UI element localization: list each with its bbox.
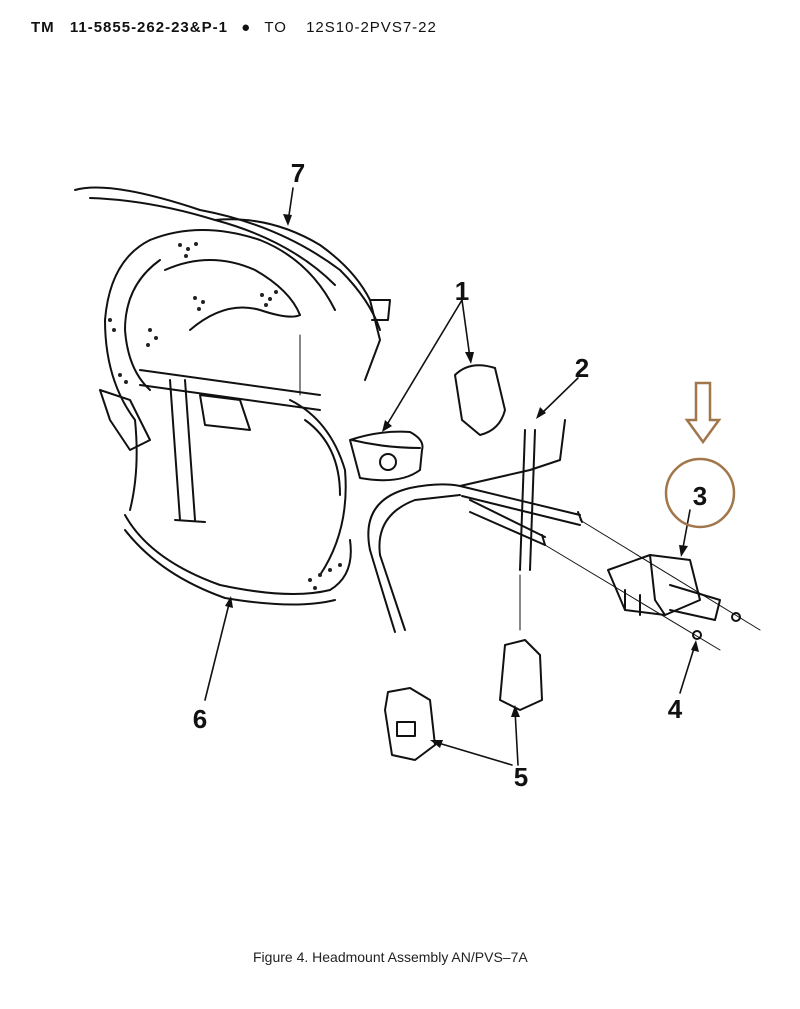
figure-caption: Figure 4. Headmount Assembly AN/PVS–7A [253, 949, 528, 965]
latch-assembly-drawing [544, 519, 761, 651]
tm-number: 11-5855-262-23&P-1 [69, 19, 228, 36]
document-header: TM 11-5855-262-23&P-1 ● TO 12S10-2PVS7-2… [31, 19, 437, 36]
callout-7: 7 [291, 158, 305, 188]
lower-pad-drawings [384, 574, 543, 761]
callout-6: 6 [193, 704, 207, 734]
to-label: TO [264, 19, 287, 36]
highlight-annotation [664, 381, 736, 529]
callout-1: 1 [455, 276, 469, 306]
highlight-circle [664, 457, 736, 529]
tm-label: TM [31, 19, 55, 36]
leader-arrowheads [225, 214, 699, 748]
harness-perforations [108, 242, 342, 590]
callout-3: 3 [693, 481, 707, 511]
bullet-icon: ● [241, 19, 252, 36]
callout-2: 2 [575, 353, 589, 383]
mount-bracket-drawing [367, 419, 583, 633]
callout-4: 4 [668, 694, 683, 724]
down-arrow-icon [684, 381, 722, 445]
pad-drawings [349, 364, 506, 482]
to-number: 12S10-2PVS7-22 [306, 19, 437, 36]
leader-lines [204, 187, 696, 766]
head-harness-drawing [74, 186, 391, 606]
callout-5: 5 [514, 762, 528, 792]
